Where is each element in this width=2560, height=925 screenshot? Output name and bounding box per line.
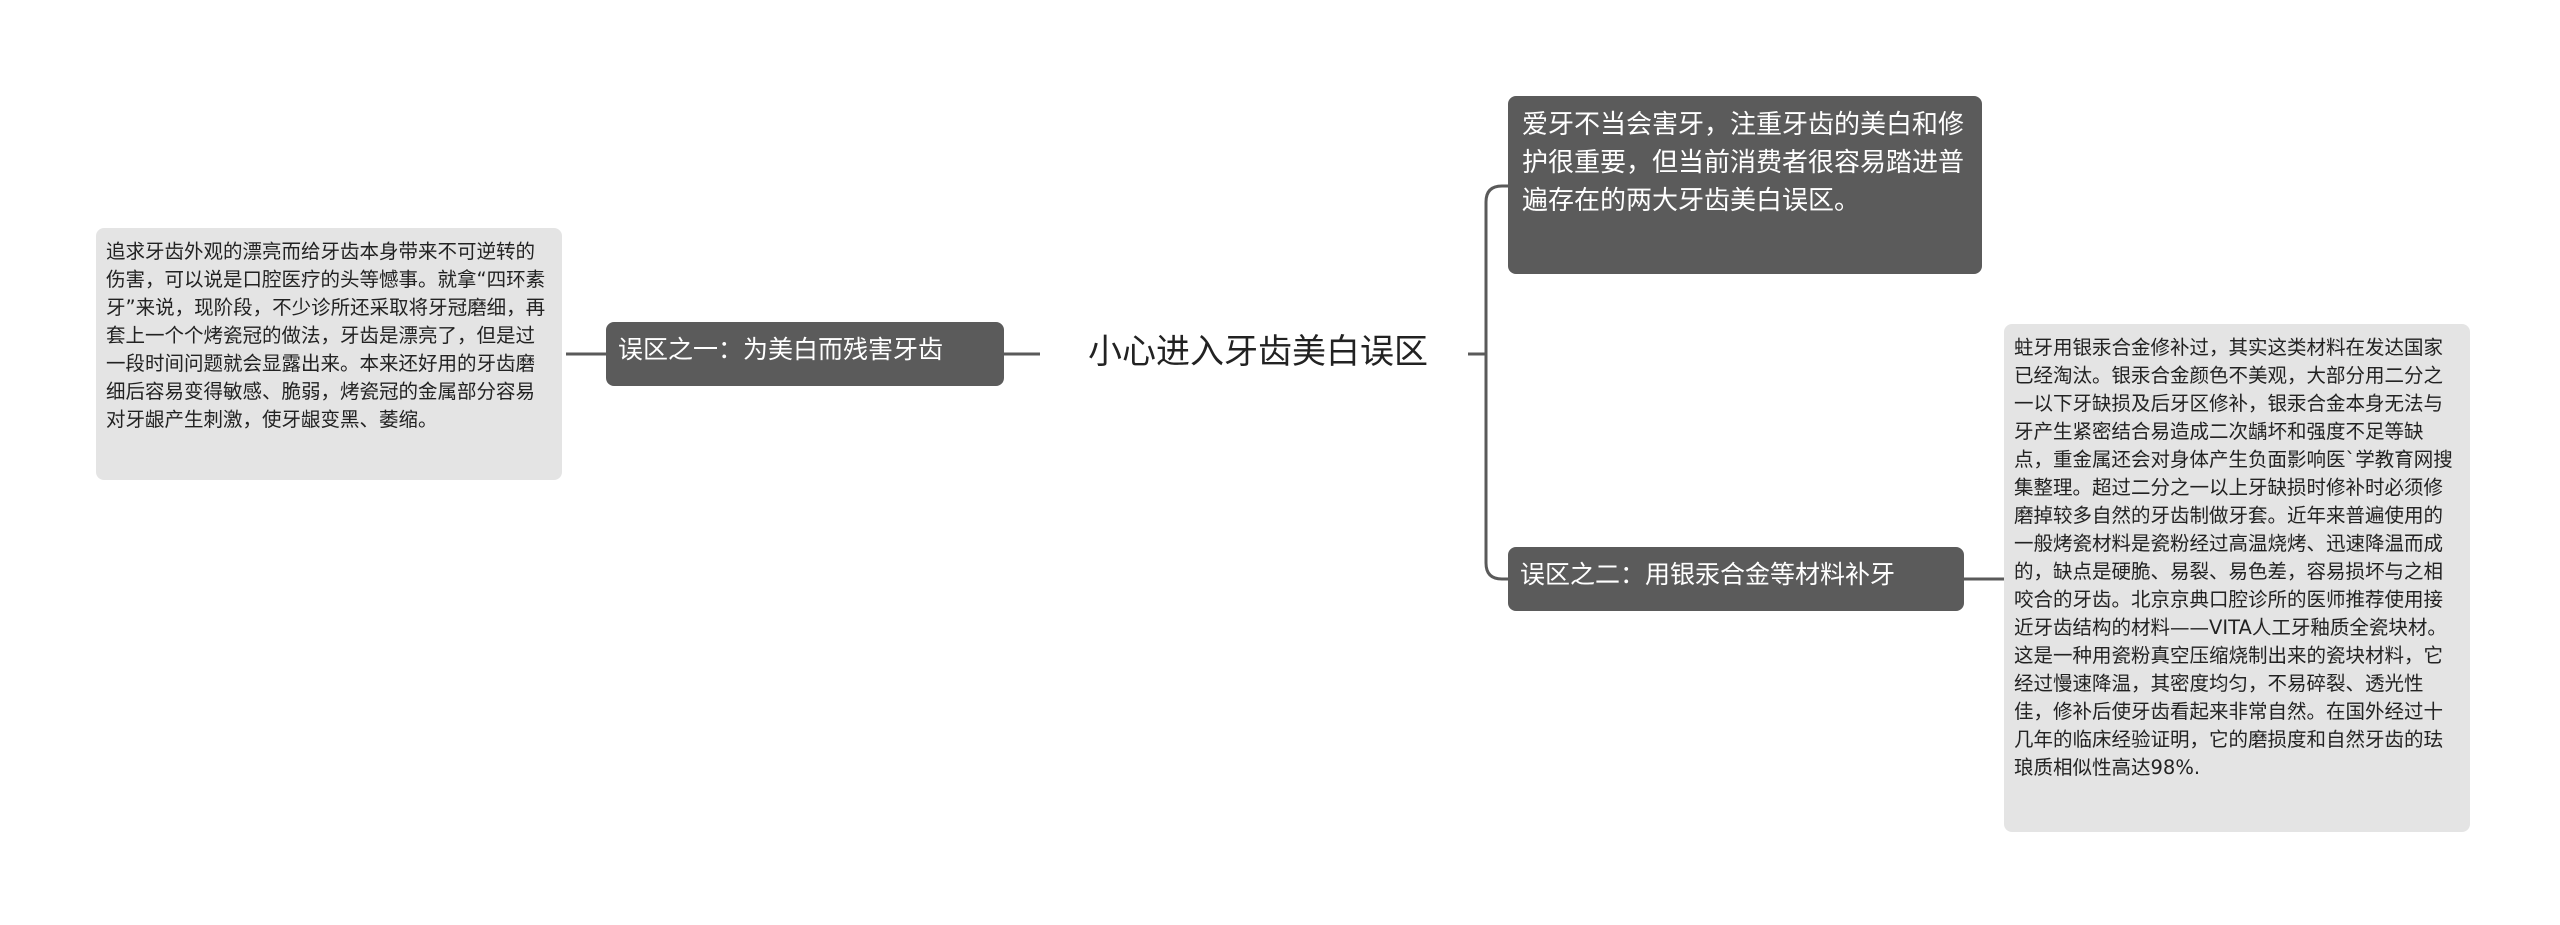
connector-right-intro (1484, 184, 1508, 354)
branch-misconception-two[interactable]: 误区之二：用银汞合金等材料补牙 (1508, 547, 1964, 611)
root-topic[interactable]: 小心进入牙齿美白误区 (1088, 332, 1428, 372)
intro-summary[interactable]: 爱牙不当会害牙，注重牙齿的美白和修护很重要，但当前消费者很容易踏进普遍存在的两大… (1508, 96, 1982, 274)
branch-misconception-one[interactable]: 误区之一：为美白而残害牙齿 (606, 322, 1004, 386)
connector-right-branch (1484, 354, 1508, 581)
detail-misconception-two[interactable]: 蛀牙用银汞合金修补过，其实这类材料在发达国家已经淘汰。银汞合金颜色不美观，大部分… (2004, 324, 2470, 832)
detail-misconception-one[interactable]: 追求牙齿外观的漂亮而给牙齿本身带来不可逆转的伤害，可以说是口腔医疗的头等憾事。就… (96, 228, 562, 480)
